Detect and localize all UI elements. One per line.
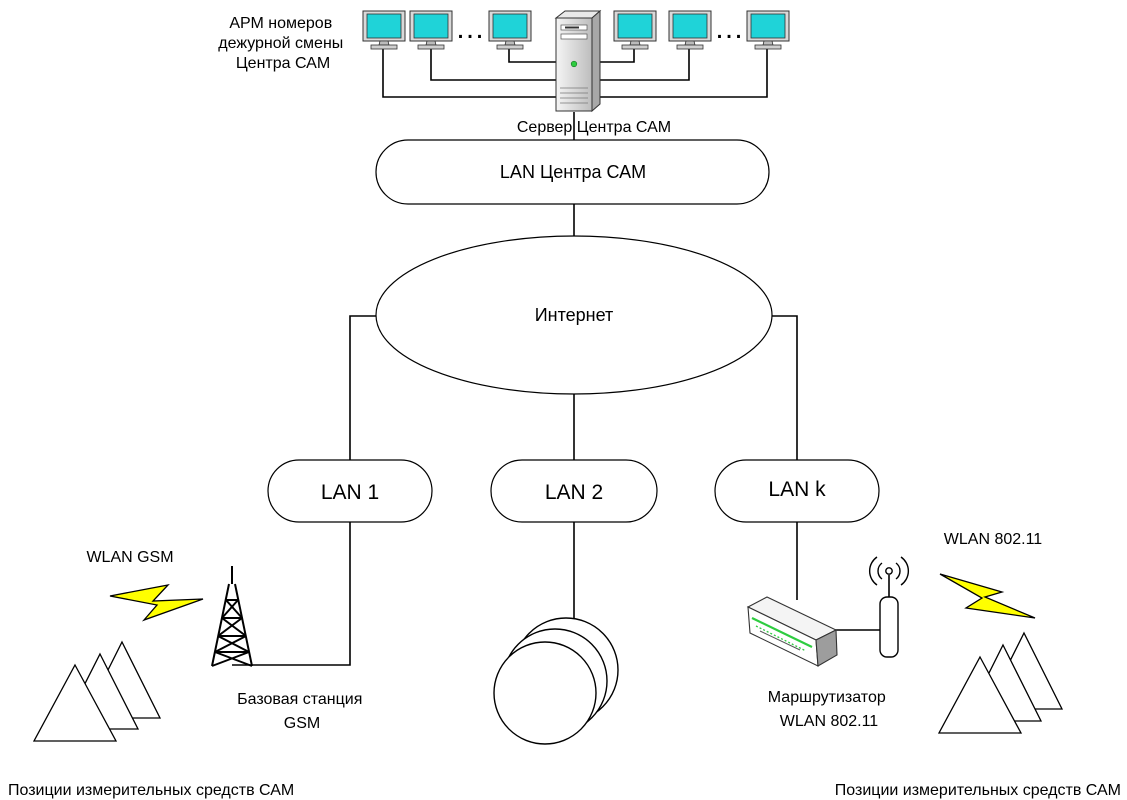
lan-node-1: LAN 1	[267, 459, 433, 523]
positions-right-label: Позиции измерительных средств САМ	[835, 782, 1121, 799]
wlan-gsm-label: WLAN GSM	[86, 549, 173, 566]
lan-center-label: LAN Центра САМ	[500, 162, 646, 182]
lan-node-label: LAN 1	[321, 481, 379, 504]
monitor-icon	[613, 10, 657, 50]
lightning-icon	[109, 583, 204, 622]
router-icon	[746, 596, 838, 667]
lightning-icon	[939, 573, 1036, 619]
monitor-icon	[488, 10, 532, 50]
ellipsis-left: …	[455, 12, 485, 45]
server-icon	[554, 9, 602, 113]
wlan-80211-label: WLAN 802.11	[944, 531, 1043, 548]
monitor-icon	[746, 10, 790, 50]
ellipsis-right: …	[714, 12, 744, 45]
monitor-icon	[362, 10, 406, 50]
backbone-wires	[232, 204, 882, 666]
antenna-icon	[868, 556, 910, 658]
lan-node-label: LAN k	[768, 478, 826, 501]
lan-node-2: LAN 2	[490, 459, 658, 523]
lan-node-label: LAN 2	[545, 481, 603, 504]
workstation-group: … …	[362, 10, 790, 50]
positions-left-label: Позиции измерительных средств САМ	[8, 782, 294, 799]
disk-stack-icon	[493, 617, 619, 745]
lan-center-node: LAN Центра САМ	[375, 139, 770, 205]
base-station-label: Базовая станция GSM	[237, 691, 367, 732]
measurement-positions-left	[32, 640, 162, 742]
server-label: Сервер Центра САМ	[517, 119, 671, 136]
lan-node-k: LAN k	[714, 459, 880, 523]
measurement-positions-right	[937, 631, 1064, 734]
internet-node: Интернет	[375, 235, 773, 395]
router-label: Маршрутизатор WLAN 802.11	[768, 689, 890, 730]
monitor-icon	[409, 10, 453, 50]
monitor-icon	[668, 10, 712, 50]
gsm-tower-icon	[211, 566, 253, 667]
workstations-label: АРМ номеров дежурной смены Центра САМ	[218, 15, 347, 72]
internet-label: Интернет	[535, 305, 614, 325]
